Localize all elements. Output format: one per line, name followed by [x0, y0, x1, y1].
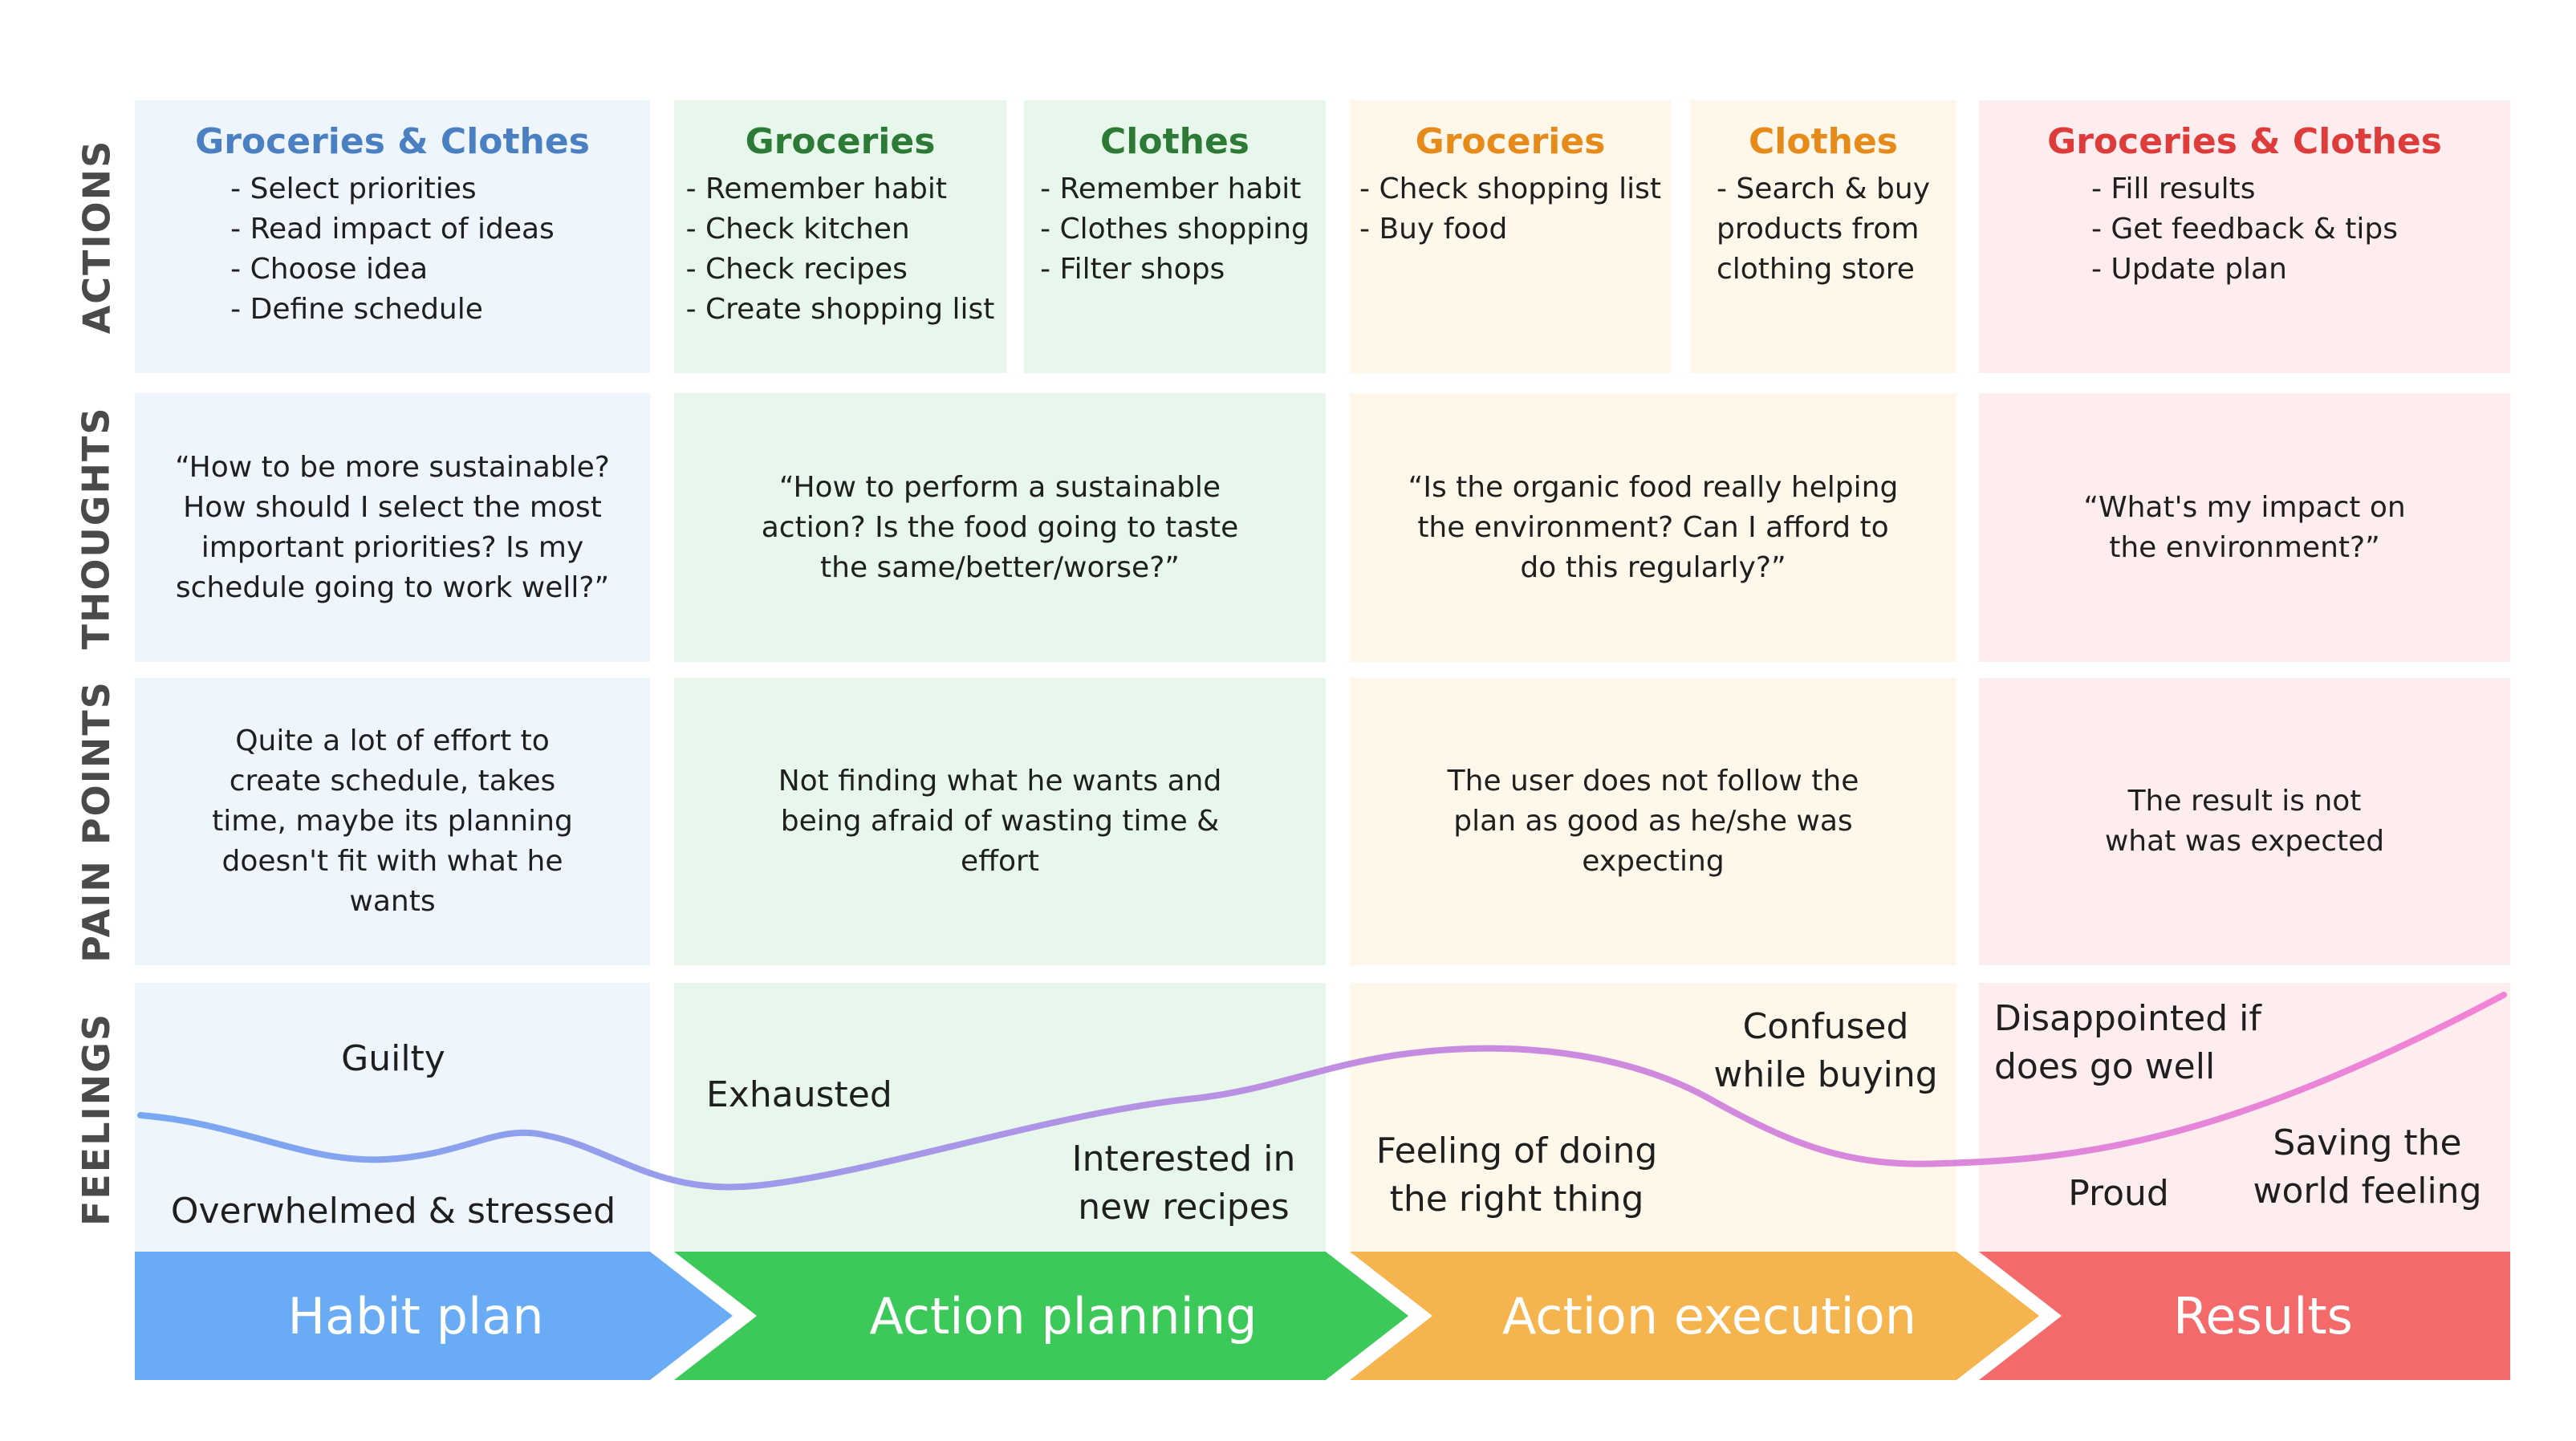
- stage-arrow-results: [1979, 1252, 2510, 1380]
- feeling-proud: Proud: [2068, 1173, 2169, 1214]
- actions-planning-groceries-title: Groceries: [745, 121, 936, 162]
- list-item: - Create shopping list: [685, 293, 995, 327]
- list-item: - Check kitchen: [685, 213, 910, 246]
- stage-label-habit-plan: Habit plan: [287, 1286, 544, 1346]
- pain-execution-cell: The user does not follow the plan as goo…: [1350, 678, 1956, 965]
- pain-habit-cell: Quite a lot of effort to create schedule…: [135, 678, 650, 965]
- actions-planning-clothes-title: Clothes: [1100, 121, 1249, 162]
- feelings-results-cell: [1979, 983, 2510, 1256]
- feeling-exhausted: Exhausted: [706, 1074, 892, 1115]
- feeling-interested-line2: new recipes: [1078, 1187, 1290, 1228]
- list-item: - Check shopping list: [1359, 173, 1661, 206]
- feeling-right-thing: Feeling of doing the right thing: [1364, 1127, 1669, 1224]
- feeling-confused: Confused while buying: [1709, 1003, 1942, 1099]
- thoughts-execution-cell: “Is the organic food really helping the …: [1350, 393, 1956, 662]
- feeling-interested: Interested in new recipes: [1051, 1135, 1316, 1232]
- actions-planning-groceries-list: - Remember habit - Check kitchen - Check…: [686, 169, 995, 330]
- list-item: clothing store: [1716, 253, 1915, 286]
- thoughts-habit-cell: “How to be more sustainable? How should …: [135, 393, 650, 662]
- actions-execution-groceries-list: - Check shopping list - Buy food: [1359, 169, 1661, 250]
- stage-label-action-execution: Action execution: [1501, 1286, 1916, 1346]
- actions-results-list: - Fill results - Get feedback & tips - U…: [2091, 169, 2398, 290]
- feeling-disappointed-line2: does go well: [1994, 1046, 2216, 1087]
- list-item: - Buy food: [1359, 213, 1508, 246]
- feeling-saving-world-line2: world feeling: [2253, 1171, 2482, 1212]
- actions-planning-clothes-cell: Clothes - Remember habit - Clothes shopp…: [1024, 100, 1326, 373]
- thoughts-habit-text: “How to be more sustainable? How should …: [175, 450, 610, 604]
- feeling-right-thing-line1: Feeling of doing: [1375, 1130, 1658, 1171]
- feeling-right-thing-line2: the right thing: [1389, 1179, 1644, 1220]
- thoughts-planning-cell: “How to perform a sustainable action? Is…: [674, 393, 1326, 662]
- stage-label-action-planning: Action planning: [869, 1286, 1258, 1346]
- stage-arrow-action-execution: [1350, 1252, 2039, 1380]
- pain-planning-cell: Not finding what he wants and being afra…: [674, 678, 1326, 965]
- feelings-planning-cell: [674, 983, 1326, 1256]
- thoughts-results-text: “What's my impact on the environment?”: [2083, 490, 2406, 564]
- actions-habit-cell: Groceries & Clothes - Select priorities …: [135, 100, 650, 373]
- thoughts-results-cell: “What's my impact on the environment?”: [1979, 393, 2510, 662]
- actions-execution-clothes-cell: Clothes - Search & buy products from clo…: [1690, 100, 1956, 373]
- list-item: - Clothes shopping: [1040, 213, 1310, 246]
- actions-results-title: Groceries & Clothes: [2047, 121, 2442, 162]
- feeling-overwhelmed: Overwhelmed & stressed: [170, 1191, 616, 1232]
- list-item: - Choose idea: [230, 253, 429, 286]
- stage-arrow-habit-plan: [135, 1252, 733, 1380]
- list-item: - Check recipes: [685, 253, 908, 286]
- pain-habit-text: Quite a lot of effort to create schedule…: [212, 725, 573, 918]
- actions-execution-clothes-title: Clothes: [1749, 121, 1898, 162]
- feeling-confused-line1: Confused: [1742, 1006, 1909, 1047]
- actions-habit-title: Groceries & Clothes: [195, 121, 590, 162]
- feeling-guilty: Guilty: [341, 1038, 445, 1079]
- pain-execution-text: The user does not follow the plan as goo…: [1447, 765, 1859, 878]
- list-item: - Read impact of ideas: [230, 213, 555, 246]
- list-item: - Fill results: [2090, 173, 2256, 206]
- feeling-saving-world: Saving the world feeling: [2239, 1119, 2496, 1216]
- thoughts-execution-text: “Is the organic food really helping the …: [1408, 470, 1899, 584]
- feeling-disappointed: Disappointed if does go well: [1994, 995, 2283, 1091]
- list-item: - Remember habit: [685, 173, 947, 206]
- list-item: - Search & buy: [1716, 173, 1931, 206]
- feelings-habit-cell: [135, 983, 650, 1256]
- emotion-curve: [137, 992, 2507, 1191]
- actions-execution-groceries-cell: Groceries - Check shopping list - Buy fo…: [1350, 100, 1671, 373]
- actions-execution-groceries-title: Groceries: [1415, 121, 1606, 162]
- actions-habit-list: - Select priorities - Read impact of ide…: [230, 169, 555, 330]
- list-item: - Update plan: [2090, 253, 2287, 286]
- actions-execution-clothes-list: - Search & buy products from clothing st…: [1717, 169, 1930, 290]
- pain-planning-text: Not finding what he wants and being afra…: [778, 765, 1222, 878]
- stage-label-results: Results: [2173, 1286, 2353, 1346]
- pain-results-text: The result is not what was expected: [2104, 785, 2385, 858]
- actions-planning-clothes-list: - Remember habit - Clothes shopping - Fi…: [1040, 169, 1310, 290]
- feeling-saving-world-line1: Saving the: [2273, 1122, 2462, 1163]
- list-item: - Select priorities: [230, 173, 477, 206]
- list-item: - Get feedback & tips: [2090, 213, 2399, 246]
- stage-arrow-action-planning: [674, 1252, 1408, 1380]
- list-item: - Remember habit: [1040, 173, 1302, 206]
- actions-planning-groceries-cell: Groceries - Remember habit - Check kitch…: [674, 100, 1006, 373]
- actions-results-cell: Groceries & Clothes - Fill results - Get…: [1979, 100, 2510, 373]
- feeling-disappointed-line1: Disappointed if: [1994, 998, 2261, 1039]
- feeling-confused-line2: while buying: [1713, 1054, 1938, 1095]
- pain-results-cell: The result is not what was expected: [1979, 678, 2510, 965]
- list-item: - Filter shops: [1040, 253, 1225, 286]
- feeling-interested-line1: Interested in: [1071, 1139, 1296, 1179]
- feelings-execution-cell: [1350, 983, 1956, 1256]
- thoughts-planning-text: “How to perform a sustainable action? Is…: [761, 470, 1239, 584]
- list-item: products from: [1716, 213, 1920, 246]
- list-item: - Define schedule: [230, 293, 483, 327]
